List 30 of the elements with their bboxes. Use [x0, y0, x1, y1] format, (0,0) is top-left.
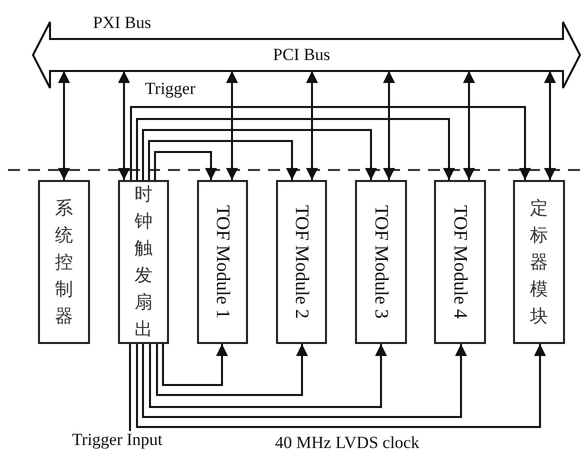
module-box: TOF Module 2 [276, 180, 327, 344]
double-arrow [118, 71, 130, 180]
arrow [156, 344, 308, 396]
input-label: Trigger Input [72, 431, 163, 448]
bus-name: PXI Bus [93, 14, 152, 31]
double-arrow [58, 71, 70, 180]
double-arrow [383, 71, 395, 180]
signal-label: 40 MHz LVDS clock [275, 434, 420, 451]
double-arrow [306, 71, 318, 180]
connector-line [129, 344, 131, 431]
arrow [154, 151, 217, 180]
module-box: TOF Module 3 [355, 180, 407, 344]
double-arrow [544, 71, 556, 180]
arrow [148, 140, 298, 180]
arrow [162, 344, 228, 386]
controller-box: 系统控制器 [38, 180, 90, 344]
arrow [142, 129, 377, 180]
arrow [136, 118, 455, 180]
module-box: TOF Module 4 [434, 180, 486, 344]
double-arrow [463, 71, 475, 180]
fanout-box: 时钟触发扇出 [118, 180, 169, 344]
arrow [136, 344, 546, 428]
arrow [130, 106, 531, 180]
arrow [142, 344, 467, 418]
signal-label: Trigger [145, 80, 196, 97]
arrow [149, 344, 387, 408]
module-box: 定标器模块 [513, 180, 565, 344]
bus-name: PCI Bus [273, 46, 330, 63]
double-arrow [226, 71, 238, 180]
module-box: TOF Module 1 [197, 180, 248, 344]
